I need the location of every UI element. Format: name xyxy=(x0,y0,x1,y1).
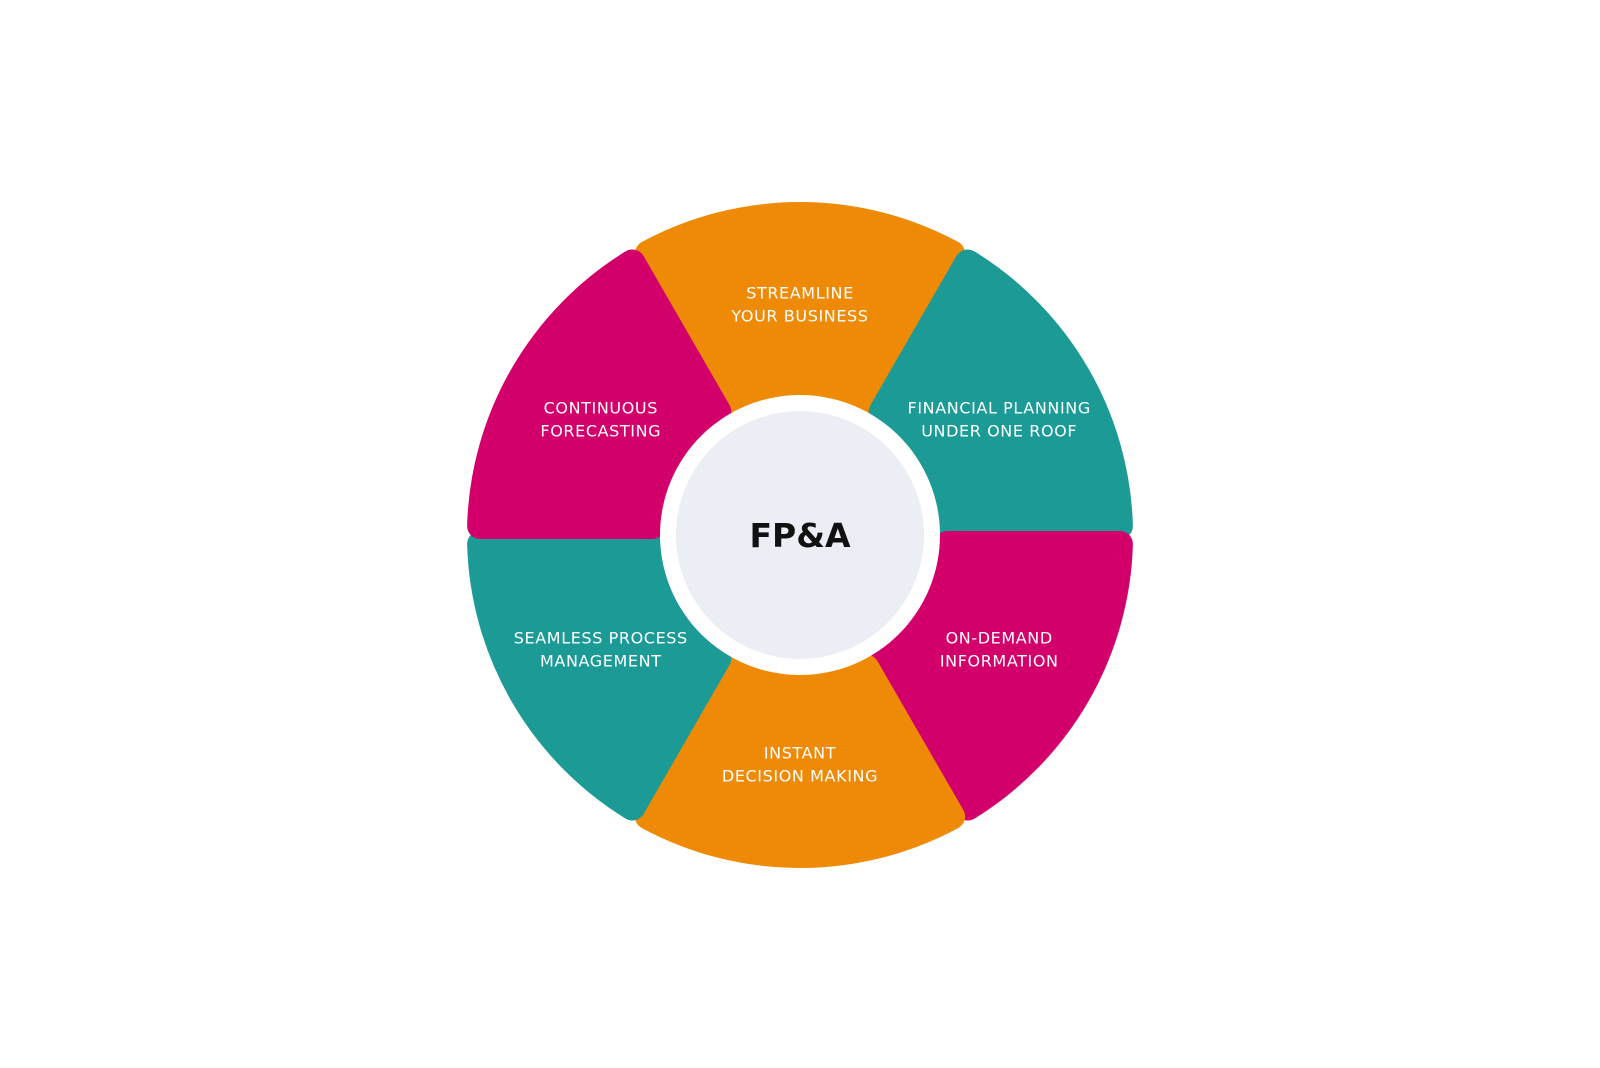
center-circle xyxy=(676,411,924,659)
wheel-segments: STREAMLINE YOUR BUSINESS FINANCIAL PLANNIN… xyxy=(467,202,1133,868)
center-label: FP&A xyxy=(749,516,851,555)
segment-continuous-forecasting xyxy=(467,249,732,539)
segment-seamless-process xyxy=(467,531,732,821)
segment-label-financial-planning: FINANCIAL PLANNING UNDER ONE ROOF xyxy=(908,399,1091,441)
segment-label-on-demand: ON-DEMAND INFORMATION xyxy=(940,629,1059,671)
segment-label-line: SEAMLESS PROCESS xyxy=(514,629,688,648)
segment-financial-planning xyxy=(868,249,1133,539)
segment-label-instant-decision: INSTANT DECISION MAKING xyxy=(722,744,878,786)
segment-label-line: INFORMATION xyxy=(940,652,1059,671)
segment-label-line: DECISION MAKING xyxy=(722,767,878,786)
segment-label-line: UNDER ONE ROOF xyxy=(921,422,1077,441)
segment-instant-decision xyxy=(634,654,966,868)
segment-label-line: FINANCIAL PLANNING xyxy=(908,399,1091,418)
segment-label-line: ON-DEMAND xyxy=(946,629,1053,648)
segment-label-seamless-process: SEAMLESS PROCESS MANAGEMENT xyxy=(514,629,688,671)
segment-label-line: YOUR BUSINESS xyxy=(730,307,868,326)
segment-label-line: MANAGEMENT xyxy=(540,652,662,671)
segment-label-continuous-forecasting: CONTINUOUS FORECASTING xyxy=(540,399,661,441)
segment-label-line: INSTANT xyxy=(764,744,836,763)
segment-label-streamline: STREAMLINE YOUR BUSINESS xyxy=(730,284,868,326)
segment-streamline xyxy=(634,202,966,416)
segment-label-line: STREAMLINE xyxy=(746,284,854,303)
segment-label-line: FORECASTING xyxy=(540,422,661,441)
segment-on-demand xyxy=(868,531,1133,821)
segment-label-line: CONTINUOUS xyxy=(544,399,658,418)
